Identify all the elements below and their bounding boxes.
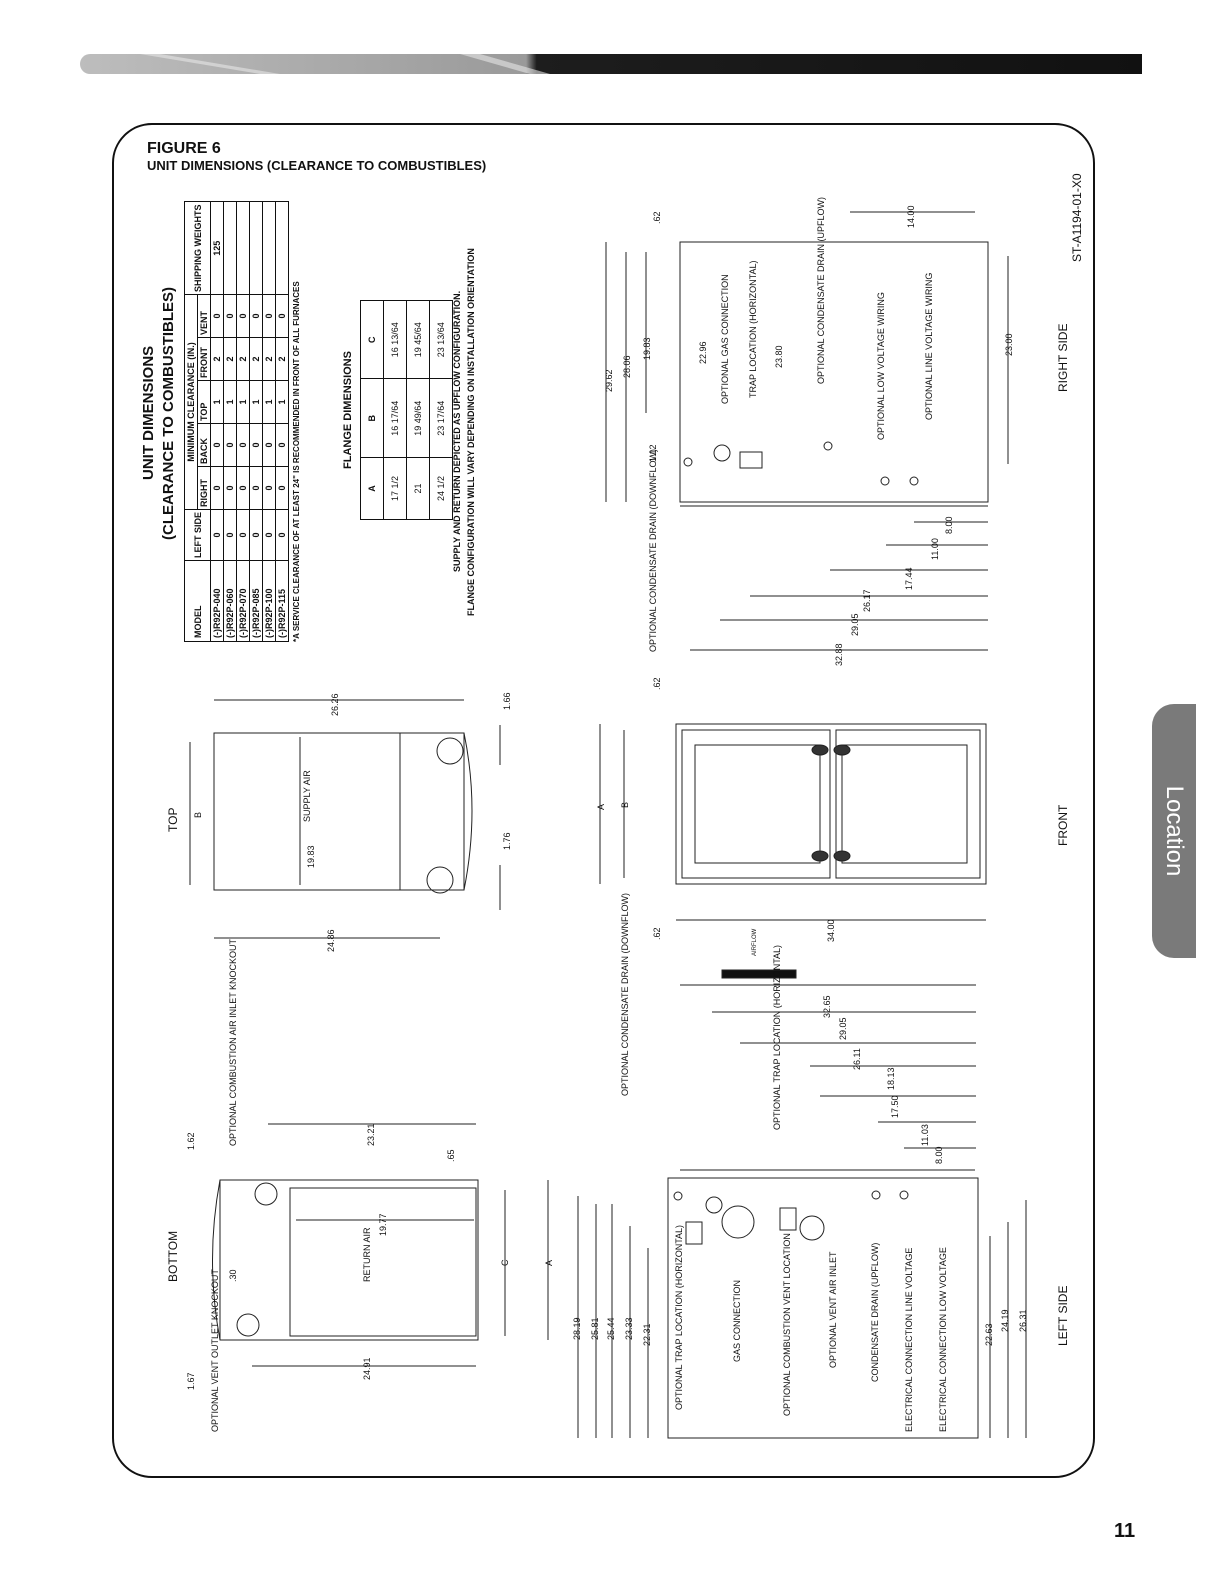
section-tab [1152, 704, 1196, 958]
callout-text: ELECTRICAL CONNECTION LOW VOLTAGE [938, 1247, 948, 1432]
header-bar [80, 54, 1142, 74]
dimension-label: 29.62 [604, 369, 614, 392]
dimension-label: 28.19 [572, 1317, 582, 1340]
dimension-label: A [544, 1259, 554, 1266]
top-view-label: TOP [166, 807, 180, 832]
dimension-label: .62 [652, 927, 662, 940]
dimension-label: 19.83 [306, 845, 316, 868]
dimension-label: 23.00 [1004, 333, 1014, 356]
dimension-label: 17.50 [890, 1095, 900, 1118]
dimension-label: 19.83 [642, 337, 652, 360]
airflow-label: AIRFLOW [752, 928, 758, 956]
dimension-label: B [620, 801, 630, 808]
dimension-label: 26.11 [852, 1048, 862, 1070]
callout-text: OPTIONAL LOW VOLTAGE WIRING [876, 292, 886, 440]
dimension-label: 26.17 [862, 589, 872, 612]
callout-text: OPTIONAL COMBUSTION AIR INLET KNOCKOUT [228, 938, 238, 1146]
dimension-label: 24.91 [362, 1357, 372, 1380]
dimension-label: 22.63 [984, 1323, 994, 1346]
return-air-label: RETURN AIR [362, 1227, 372, 1282]
dimension-label: 22.31 [642, 1323, 652, 1346]
callout-text: TRAP LOCATION (HORIZONTAL) [748, 260, 758, 398]
dimension-label: 24.19 [1000, 1309, 1010, 1332]
dimension-label: 26.26 [330, 693, 340, 716]
dimension-label: 18.13 [886, 1067, 896, 1090]
figure-title: FIGURE 6 [147, 140, 221, 157]
dimension-label: A [596, 803, 606, 810]
dimension-label: 32.88 [834, 643, 844, 666]
top-view [189, 699, 501, 939]
left-side-view-label: LEFT SIDE [1056, 1285, 1070, 1346]
dimension-label: 25.81 [590, 1317, 600, 1340]
bottom-view-label: BOTTOM [166, 1230, 180, 1282]
front-view-label: FRONT [1056, 804, 1070, 846]
dimension-label: 1.67 [186, 1372, 196, 1390]
dimension-label: 23.80 [774, 345, 784, 368]
dimension-label: 29.05 [850, 613, 860, 636]
dimension-label: 22.96 [698, 341, 708, 364]
dimension-label: 28.06 [622, 355, 632, 378]
bottom-view [212, 1123, 549, 1367]
dimension-label: .62 [652, 677, 662, 690]
dimension-label: 24.86 [326, 929, 336, 952]
dimension-label: 1.76 [502, 832, 512, 850]
dimension-label: 1.12 [648, 444, 658, 462]
callout-text: OPTIONAL VENT OUTLET KNOCKOUT [210, 1269, 220, 1432]
dimension-label: 1.62 [186, 1132, 196, 1150]
callout-text: OPTIONAL GAS CONNECTION [720, 274, 730, 404]
dimension-label: 23.21 [366, 1123, 376, 1146]
callout-text: OPTIONAL CONDENSATE DRAIN (DOWNFLOW) [648, 448, 658, 652]
dimension-label: 8.00 [944, 516, 954, 534]
dimension-label: 29.05 [838, 1017, 848, 1040]
dimension-label: C [500, 1259, 510, 1267]
dimension-label: 11.03 [920, 1124, 930, 1146]
callout-text: CONDENSATE DRAIN (UPFLOW) [870, 1242, 880, 1382]
dimension-label: .65 [446, 1149, 456, 1162]
dimension-label: 17.44 [904, 567, 914, 590]
dimension-label: .62 [652, 211, 662, 224]
dimension-label: 26.31 [1018, 1309, 1028, 1332]
dimension-label: 25.44 [606, 1317, 616, 1340]
callout-text: OPTIONAL COMBUSTION VENT LOCATION [782, 1233, 792, 1416]
dimension-label: B [193, 811, 203, 818]
dimension-label: .30 [228, 1269, 238, 1282]
right-side-view [605, 211, 1009, 651]
callout-text: ELECTRICAL CONNECTION LINE VOLTAGE [904, 1247, 914, 1432]
dimension-label: 1.66 [502, 692, 512, 710]
dimension-label: 14.00 [906, 205, 916, 228]
callout-text: OPTIONAL TRAP LOCATION (HORIZONTAL) [674, 1224, 684, 1410]
callout-text: OPTIONAL TRAP LOCATION (HORIZONTAL) [772, 944, 782, 1130]
dimension-label: 32.65 [822, 995, 832, 1018]
callout-text: OPTIONAL CONDENSATE DRAIN (DOWNFLOW) [620, 892, 630, 1096]
callout-text: OPTIONAL VENT AIR INLET [828, 1251, 838, 1368]
page-number: 11 [1114, 1520, 1136, 1542]
callout-text: OPTIONAL LINE VOLTAGE WIRING [924, 272, 934, 420]
dimension-label: 11.00 [930, 538, 940, 560]
dimension-label: 8.00 [934, 1146, 944, 1164]
dimension-label: 23.33 [624, 1317, 634, 1340]
callout-text: GAS CONNECTION [732, 1279, 742, 1362]
dimension-label: 34.00 [826, 919, 836, 942]
callout-text: OPTIONAL CONDENSATE DRAIN (UPFLOW) [816, 196, 826, 384]
right-side-view-label: RIGHT SIDE [1056, 323, 1070, 392]
figure-frame [112, 123, 1095, 1478]
front-view [599, 723, 987, 921]
left-side-view [577, 969, 1027, 1439]
supply-air-label: SUPPLY AIR [302, 770, 312, 822]
dimension-label: 19.77 [378, 1213, 388, 1236]
figure-subtitle: UNIT DIMENSIONS (CLEARANCE TO COMBUSTIBL… [147, 158, 487, 173]
